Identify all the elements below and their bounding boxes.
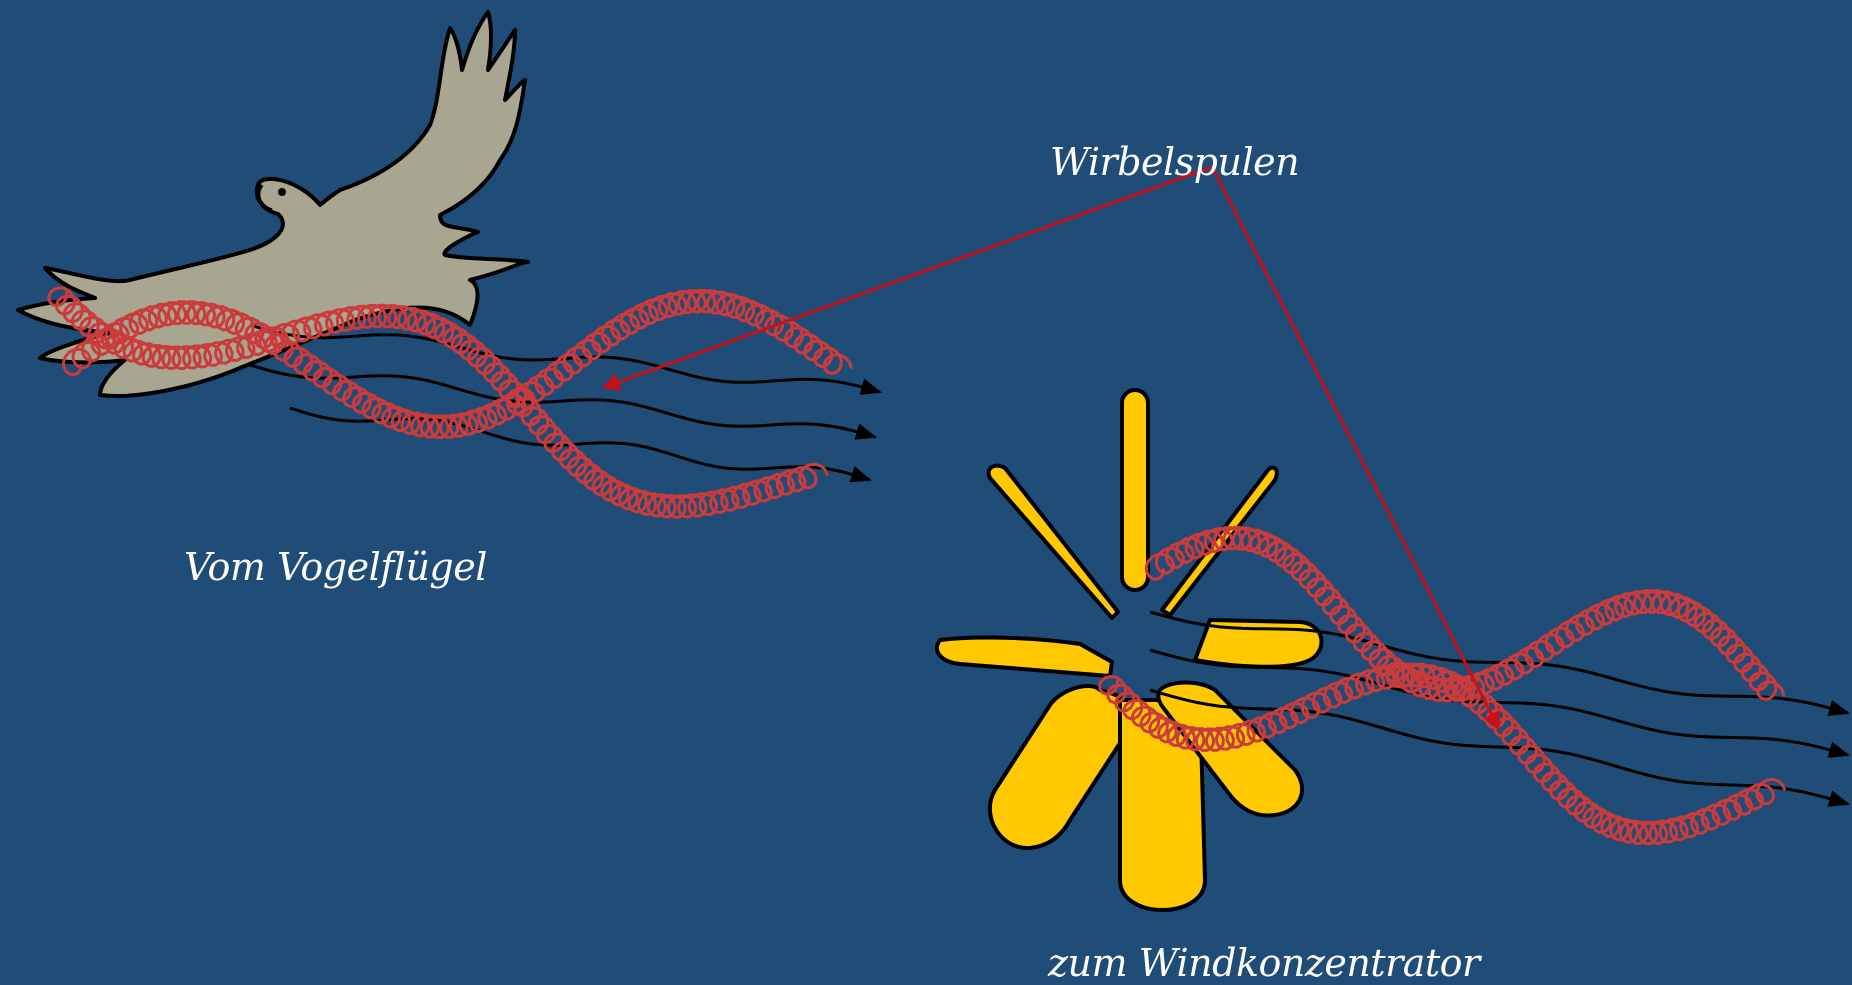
label-zum-windkonzentrator: zum Windkonzentrator — [1048, 941, 1480, 985]
rotor-blade — [990, 686, 1136, 848]
pointer-line-bird — [605, 167, 1212, 387]
rotor-blade — [937, 637, 1112, 676]
rotor-blade — [1122, 390, 1148, 590]
label-wirbelspulen: Wirbelspulen — [1050, 140, 1299, 184]
vortex-coil — [1146, 527, 1783, 700]
rotor-blade — [989, 466, 1118, 618]
label-vom-vogelfluegel: Vom Vogelflügel — [184, 545, 487, 589]
wind-rotor-icon — [937, 390, 1322, 910]
bird-eye — [278, 188, 286, 196]
